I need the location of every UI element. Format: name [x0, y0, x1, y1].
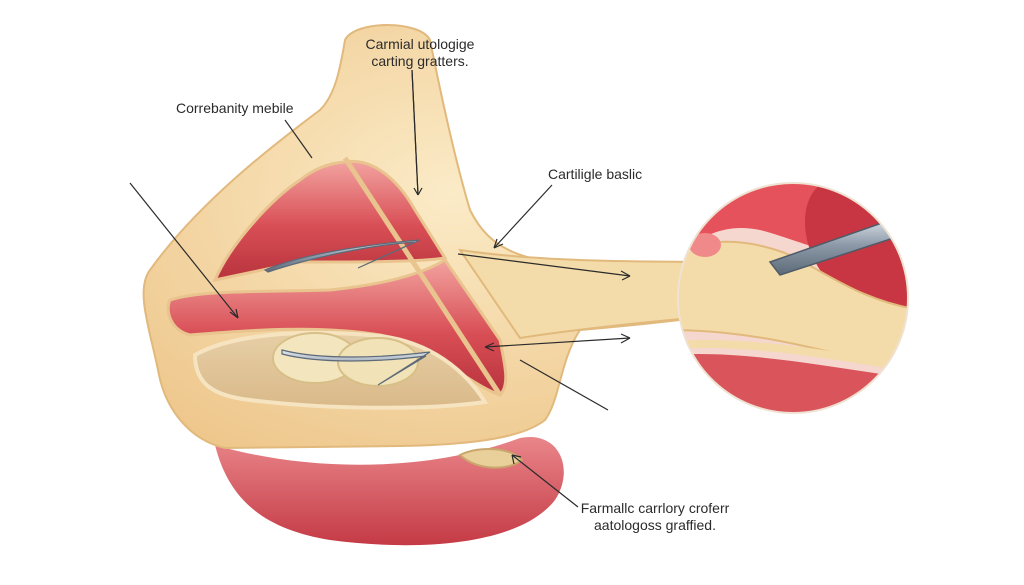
label-left: Correbanity mebile [176, 100, 294, 116]
turbinate-bone-right [337, 337, 419, 387]
leader-line-far-left [129, 182, 239, 319]
leader-line-lower-inset [484, 337, 631, 348]
leader-lines [129, 69, 631, 508]
label-bottom: Farmallc carrlory croferr aatologoss gra… [580, 500, 730, 534]
upper-nasal-cavity [212, 159, 448, 283]
label-top-line2: carting gratters. [371, 53, 469, 69]
upper-surgical-hook [263, 239, 421, 273]
leader-line-septum [519, 359, 609, 411]
septal-strut [342, 156, 503, 397]
nostril [458, 448, 524, 469]
label-top-line1: Carmial utologige [365, 36, 475, 52]
magnified-inset [677, 182, 909, 414]
leader-line-left [284, 119, 313, 159]
label-bottom-line2: aatologoss graffied. [594, 517, 716, 533]
leader-line-bottom [511, 454, 579, 508]
lower-surgical-hook [281, 349, 431, 386]
label-top: Carmial utologige carting gratters. [355, 36, 485, 70]
leader-line-to-inset [457, 253, 631, 277]
label-bottom-line1: Farmallc carrlory croferr [580, 500, 730, 516]
label-mid: Cartiligle baslic [548, 166, 643, 182]
leader-line-mid [493, 184, 553, 249]
